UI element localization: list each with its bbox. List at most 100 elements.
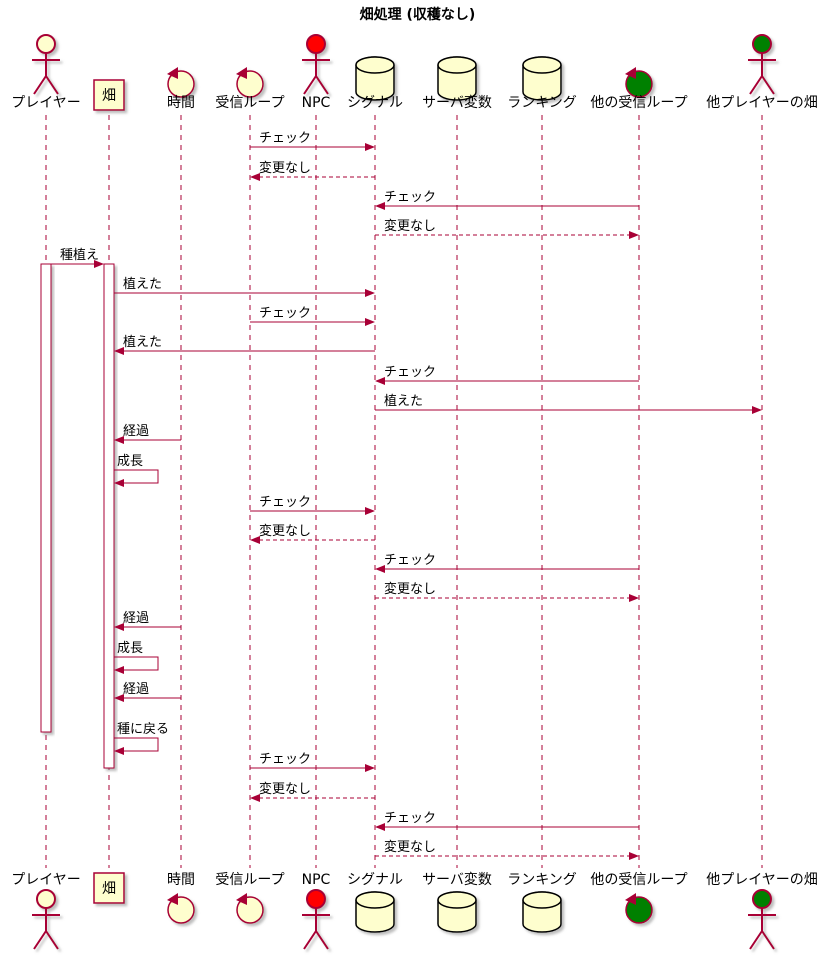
diagram-title: 畑処理 (収穫なし) [359, 7, 476, 23]
message-4: 種植え [51, 247, 104, 268]
message-label: 経過 [123, 611, 149, 626]
actor-head [306, 889, 326, 909]
message-label: 種に戻る [117, 721, 169, 737]
control-circle [167, 896, 195, 924]
participant-box-top-hatake [93, 79, 125, 111]
participant-label-time: 時間 [167, 95, 195, 111]
message-10: 経過 [114, 424, 181, 444]
message-1: 変更なし [250, 160, 375, 181]
self-message-line [114, 737, 159, 752]
participant-label-player: プレイヤー [11, 95, 81, 111]
arrowhead-icon [114, 347, 124, 355]
participant-label-ranking: ランキング [507, 95, 577, 111]
database-top [355, 56, 395, 74]
message-3: 変更なし [375, 218, 639, 239]
control-arrow [167, 67, 178, 79]
message-12: チェック [250, 495, 375, 515]
actor-body [748, 908, 776, 950]
activation-bar-player [40, 263, 52, 733]
arrowhead-icon [250, 794, 260, 802]
message-15: 変更なし [375, 581, 639, 602]
message-18: 経過 [114, 682, 181, 702]
arrowhead-icon [114, 623, 124, 631]
actor-icon-bottom-npc [302, 889, 330, 950]
arrowhead-icon [365, 143, 375, 151]
message-label: 経過 [123, 682, 149, 697]
participant-label-otherloop-bottom: 他の受信ループ [590, 872, 687, 888]
message-5: 植えた [114, 277, 375, 297]
participant-label-loop: 受信ループ [215, 95, 284, 111]
arrowhead-icon [629, 231, 639, 239]
control-arrow [167, 893, 178, 905]
arrowhead-icon [114, 436, 124, 444]
arrowhead-icon [114, 694, 124, 702]
database-top [437, 891, 477, 909]
control-icon-bottom-loop [236, 893, 264, 924]
database-icon-bottom-signal [355, 891, 395, 933]
arrowhead-icon [114, 747, 124, 755]
participant-box-bottom-hatake [93, 872, 125, 904]
database-top [355, 891, 395, 909]
message-label: チェック [384, 365, 436, 380]
message-label: 植えた [123, 335, 162, 350]
arrowhead-icon [375, 823, 385, 831]
message-label: 変更なし [259, 781, 311, 797]
activation-bar-hatake [103, 263, 115, 769]
control-icon-top-loop [236, 67, 264, 98]
message-label: チェック [384, 190, 436, 205]
database-top [522, 891, 562, 909]
arrowhead-icon [365, 289, 375, 297]
participant-label-hatake: 畑 [102, 88, 116, 104]
message-label: チェック [384, 553, 436, 568]
actor-body [748, 53, 776, 95]
control-icon-top-otherloop [625, 67, 653, 98]
message-label: チェック [259, 495, 311, 510]
actor-head [752, 34, 772, 54]
arrowhead-icon [365, 764, 375, 772]
arrowhead-icon [114, 479, 124, 487]
message-7: 植えた [114, 335, 375, 355]
arrowhead-icon [375, 565, 385, 573]
arrowhead-icon [365, 318, 375, 326]
message-21: 変更なし [250, 781, 375, 802]
arrowhead-icon [629, 852, 639, 860]
message-13: 変更なし [250, 523, 375, 544]
message-label: 変更なし [384, 218, 436, 234]
participant-label-npc: NPC [302, 95, 331, 111]
control-icon-bottom-time [167, 893, 195, 924]
participant-label-npc-bottom: NPC [302, 872, 331, 888]
participant-label-signal: シグナル [347, 95, 403, 111]
control-arrow [625, 893, 636, 905]
message-16: 経過 [114, 611, 181, 631]
actor-body [302, 908, 330, 950]
participant-label-time-bottom: 時間 [167, 872, 195, 888]
control-circle [167, 70, 195, 98]
database-icon-top-servervar [437, 56, 477, 101]
database-icon-bottom-servervar [437, 891, 477, 933]
database-icon-top-ranking [522, 56, 562, 101]
actor-icon-top-npc [302, 34, 330, 95]
control-circle [625, 896, 653, 924]
message-label: チェック [259, 131, 311, 146]
message-19: 種に戻る [114, 721, 169, 755]
message-label: 成長 [117, 641, 143, 656]
actor-body [302, 53, 330, 95]
message-label: 変更なし [259, 160, 311, 176]
actor-icon-bottom-player [32, 889, 60, 950]
arrowhead-icon [752, 406, 762, 414]
message-11: 成長 [114, 454, 159, 487]
participant-label-loop-bottom: 受信ループ [215, 872, 284, 888]
participant-box [93, 872, 125, 904]
database-top [522, 56, 562, 74]
arrowhead-icon [250, 173, 260, 181]
message-label: 経過 [123, 424, 149, 439]
message-label: 変更なし [384, 839, 436, 855]
control-arrow [236, 67, 247, 79]
database-top [437, 56, 477, 74]
arrowhead-icon [375, 377, 385, 385]
participant-label-servervar-bottom: サーバ変数 [422, 871, 492, 888]
participant-box [93, 79, 125, 111]
arrowhead-icon [94, 260, 104, 268]
participant-label-player-bottom: プレイヤー [11, 872, 81, 888]
